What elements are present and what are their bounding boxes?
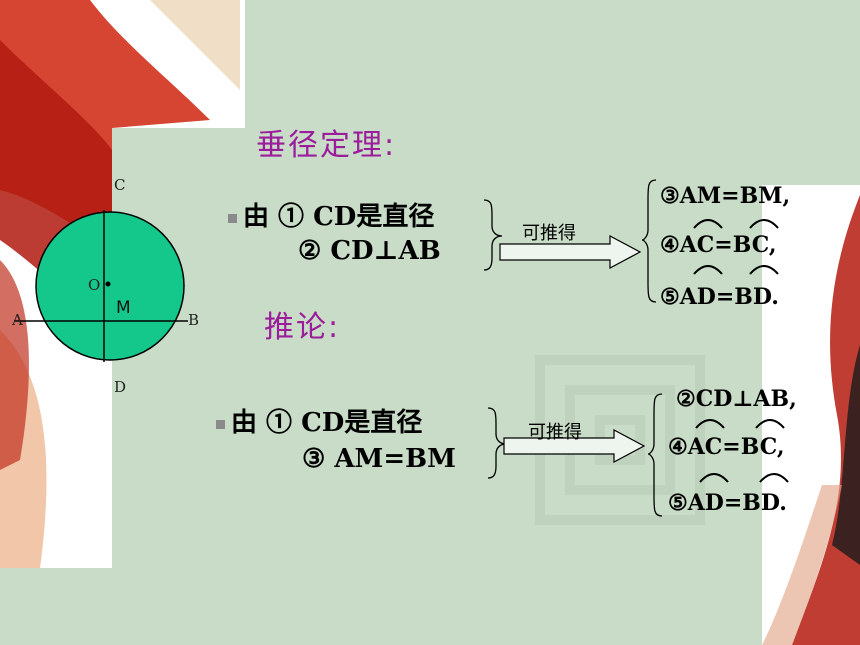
corollary-condition-2: ③ AM=BM (302, 444, 456, 474)
theorem-arc-marks-1 (693, 219, 779, 229)
decorative-swoosh-right (762, 195, 860, 645)
label-b: B (188, 311, 200, 329)
corollary-condition-1-text: 由 ① CD是直径 (231, 408, 423, 438)
theorem-condition-2: ② CD⊥AB (298, 236, 441, 266)
corollary-title: 推论: (264, 310, 341, 345)
theorem-arc-marks-2 (693, 265, 779, 275)
theorem-result-1: ③AM=BM, (660, 183, 791, 209)
label-o: O (88, 276, 101, 294)
circle-o (35, 211, 185, 361)
corollary-arc-marks-2 (699, 473, 789, 483)
theorem-result-3: ⑤AD=BD. (660, 284, 779, 310)
theorem-arrow-label: 可推得 (522, 223, 576, 244)
corollary-condition-1: 由 ① CD是直径 (216, 402, 422, 439)
theorem-result-2: ④AC=BC, (660, 232, 777, 258)
theorem-condition-1-text: 由 ① CD是直径 (243, 202, 435, 232)
corollary-arrow-label: 可推得 (528, 422, 582, 443)
decorative-swoosh-left (0, 0, 240, 568)
corollary-result-1: ②CD⊥AB, (676, 386, 797, 412)
corollary-brace-arrow (487, 407, 646, 479)
label-d: D (114, 378, 127, 396)
corollary-result-3: ⑤AD=BD. (668, 490, 787, 516)
label-m: M (116, 298, 131, 318)
corollary-result-brace (647, 393, 663, 517)
bullet-icon (228, 213, 237, 223)
theorem-result-brace (641, 179, 657, 303)
label-a: A (12, 311, 23, 329)
circle-diagram (14, 210, 188, 362)
theorem-title: 垂径定理: (256, 128, 397, 163)
theorem-brace-arrow (483, 199, 642, 271)
theorem-condition-1: 由 ① CD是直径 (228, 196, 434, 233)
corollary-arc-marks-1 (695, 419, 785, 429)
bullet-icon (216, 419, 225, 429)
center-point-o (105, 281, 111, 287)
corollary-result-2: ④AC=BC, (668, 434, 785, 460)
label-c: C (114, 176, 126, 194)
